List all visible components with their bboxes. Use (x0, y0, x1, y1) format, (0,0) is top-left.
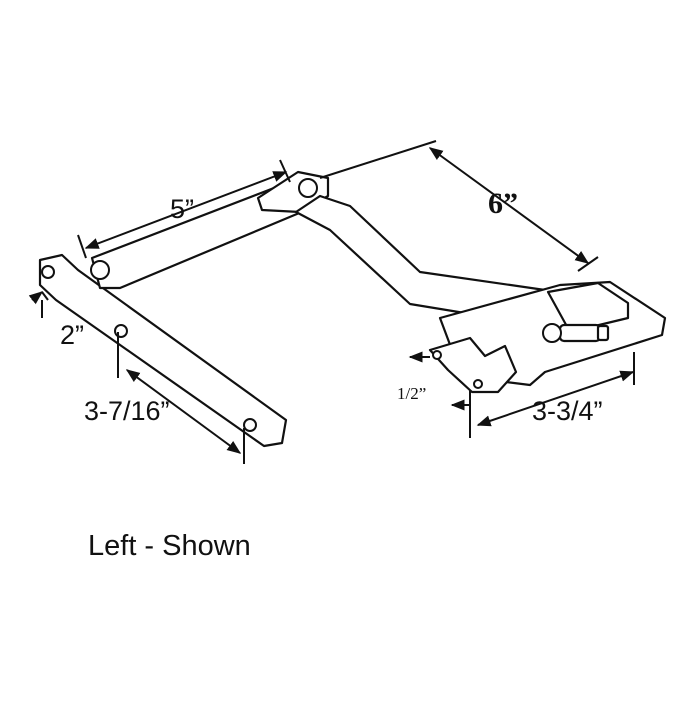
base-flange (428, 336, 518, 394)
dimension-lines (28, 140, 635, 464)
hub-operator (542, 323, 562, 343)
operator-spline (596, 324, 610, 342)
hole-link-middle (114, 324, 128, 338)
caption: Left - Shown (88, 530, 251, 562)
mounting-holes (41, 178, 562, 432)
dim-label-hole-spacing: 3-7/16” (84, 396, 170, 426)
operator-shaft (558, 323, 602, 343)
hole-base-1 (432, 350, 442, 360)
hole-arm-pivot (298, 178, 318, 198)
dim-line-arm-length (84, 171, 288, 249)
dim-label-arm-reach: 6” (488, 187, 518, 220)
dim-label-base-offset: 1/2” (397, 384, 426, 403)
hole-base-2 (473, 379, 483, 389)
dim-label-base-hole-spacing: 3-3/4” (532, 396, 603, 426)
dim-line-base-hole-spacing (476, 370, 635, 427)
hole-link-end (41, 265, 55, 279)
dim-label-end-offset: 2” (60, 320, 84, 350)
hole-link-pivot (90, 260, 110, 280)
hole-link-far (243, 418, 257, 432)
dim-line-hole-spacing (125, 369, 242, 454)
dim-line-arm-reach (428, 147, 590, 264)
dim-label-arm-length: 5” (170, 194, 194, 224)
